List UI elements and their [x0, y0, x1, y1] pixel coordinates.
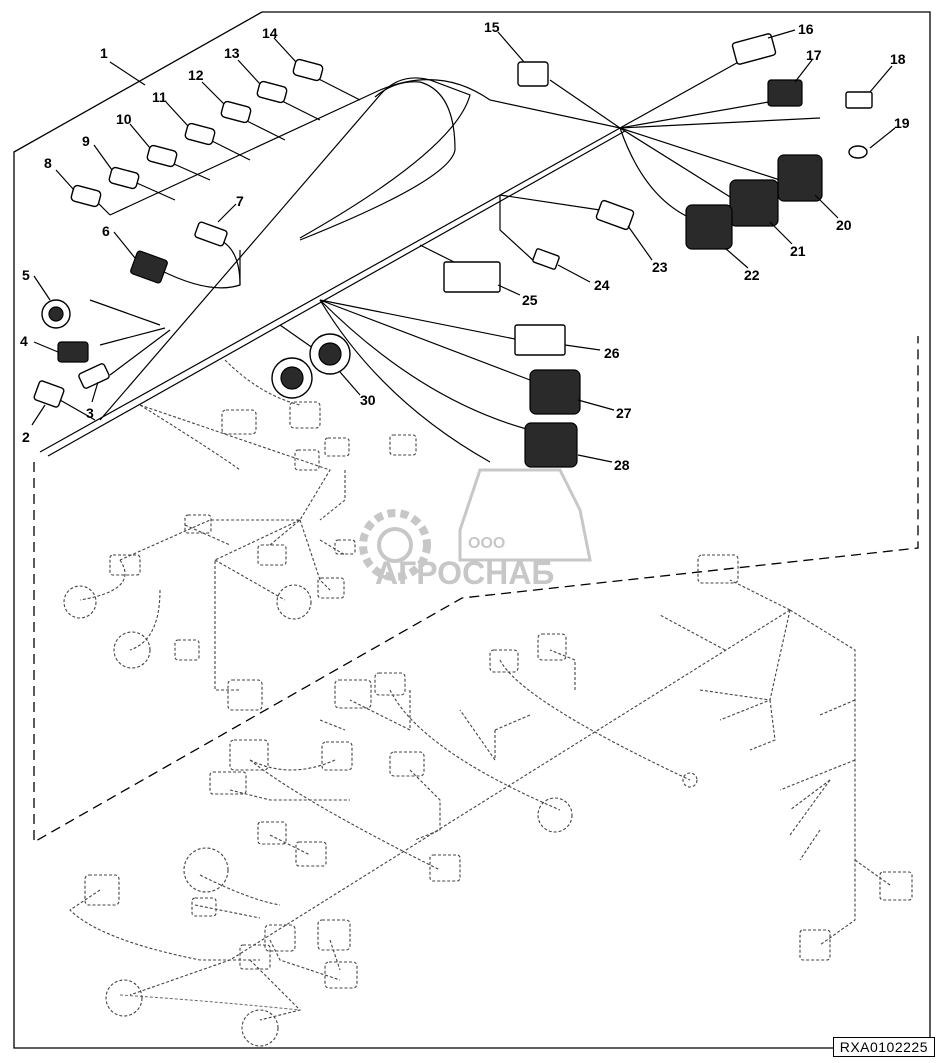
harness-frame	[13, 11, 931, 1049]
callout-27: 27	[616, 405, 632, 421]
callout-28: 28	[614, 457, 630, 473]
watermark-small: ООО	[468, 535, 505, 552]
callout-16: 16	[798, 21, 814, 37]
callout-20: 20	[836, 217, 852, 233]
watermark-large: АГРОСНАБ	[375, 555, 554, 591]
callout-18: 18	[890, 51, 906, 67]
callout-7: 7	[236, 193, 244, 209]
callout-13: 13	[224, 45, 240, 61]
connectors-upper	[33, 33, 873, 468]
reference-code: RXA0102225	[832, 1037, 935, 1057]
callout-19: 19	[894, 115, 910, 131]
detail-dashed-frame	[33, 336, 919, 844]
watermark: ООО АГРОСНАБ	[359, 468, 592, 591]
callout-4: 4	[20, 333, 28, 349]
callout-11: 11	[152, 89, 167, 105]
callout-10: 10	[116, 111, 132, 127]
callout-9: 9	[82, 133, 90, 149]
callout-22: 22	[744, 267, 760, 283]
callout-25: 25	[522, 292, 538, 308]
callout-2: 2	[22, 429, 30, 445]
phantom-connectors	[63, 401, 913, 1047]
callout-30: 30	[360, 392, 376, 408]
callout-1: 1	[100, 45, 108, 61]
callout-8: 8	[44, 155, 52, 171]
phantom-harness	[69, 359, 891, 1021]
callout-26: 26	[604, 345, 620, 361]
callout-17: 17	[806, 47, 822, 63]
callout-23: 23	[652, 259, 668, 275]
leader-lines	[31, 29, 896, 463]
main-trunk	[39, 49, 821, 463]
callouts: 1 2 3 4 5 6 7 8 9 10 11 12 13 14 15 16 1…	[20, 19, 910, 473]
callout-24: 24	[594, 277, 610, 293]
callout-21: 21	[790, 243, 806, 259]
callout-6: 6	[102, 223, 110, 239]
callout-12: 12	[188, 67, 204, 83]
callout-5: 5	[22, 267, 30, 283]
callout-15: 15	[484, 19, 500, 35]
callout-3: 3	[86, 405, 94, 421]
callout-14: 14	[262, 25, 278, 41]
